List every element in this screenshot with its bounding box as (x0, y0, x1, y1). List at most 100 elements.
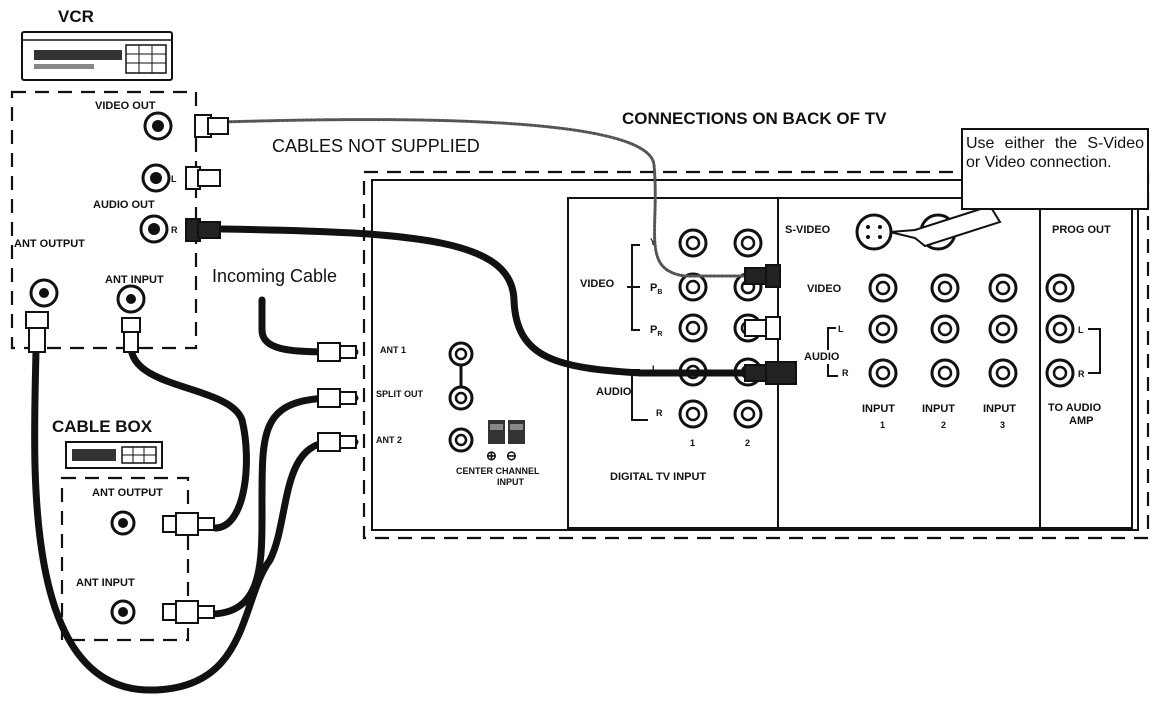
dtv-video-plug (744, 264, 781, 288)
vcr-dashed-box (10, 90, 198, 350)
input2-audio-l-jack[interactable] (930, 314, 960, 344)
split-out-jack[interactable] (448, 385, 474, 411)
split-out-plug (317, 388, 357, 408)
dtv-col-1-label: 1 (690, 438, 695, 448)
digital-tv-input: Y VIDEO PB PR AUDIO L R 1 2 DIGITAL TV I… (580, 228, 763, 483)
dtv-video-label: VIDEO (580, 278, 615, 290)
ant1-jack[interactable] (448, 341, 474, 367)
vcr-video-out-label: VIDEO OUT (95, 100, 156, 112)
dtv-audio-label: AUDIO (596, 386, 632, 398)
vcr-audio-l-label: L (171, 174, 177, 184)
vcr-ant-in-plug (121, 317, 141, 353)
vcr-ant-output-jack[interactable] (29, 278, 59, 308)
audio-l-plug (185, 166, 221, 190)
audio-row-label: AUDIO (804, 351, 840, 363)
center-channel-label: CENTER CHANNEL (456, 466, 540, 476)
center-minus-icon: ⊖ (506, 448, 517, 463)
amp-label: AMP (1069, 415, 1093, 427)
vcr-ant-out-plug (25, 311, 49, 353)
input2-video-jack[interactable] (930, 273, 960, 303)
dtv-audio-r-jack-1[interactable] (678, 399, 708, 429)
prog-out-audio-l-jack[interactable] (1045, 314, 1075, 344)
plugs (25, 114, 797, 624)
center-channel-terminals[interactable] (488, 420, 525, 444)
svideo-jack[interactable] (855, 213, 893, 251)
cable-box-icon (65, 441, 163, 469)
prog-out-l-label: L (1078, 325, 1084, 335)
tv-back-title: CONNECTIONS ON BACK OF TV (622, 109, 887, 128)
cablebox-out-plug (162, 512, 215, 536)
input1-label: INPUT (862, 403, 895, 415)
input1-audio-r-jack[interactable] (868, 358, 898, 388)
vcr-ant-out-cable (31, 346, 359, 694)
dtv-y-jack-2[interactable] (733, 228, 763, 258)
vcr-group: VCR VIDEO OUT L AUDIO OUT R ANT OUTPUT A… (10, 7, 198, 350)
prog-out-section: PROG OUT L R TO AUDIO AMP (1045, 224, 1111, 427)
cable-box-title: CABLE BOX (52, 417, 153, 436)
vcr-video-out-jack[interactable] (143, 111, 173, 141)
cable-box-group: CABLE BOX ANT OUTPUT ANT INPUT (52, 417, 190, 642)
cablebox-in-plug (162, 600, 215, 624)
prog-out-audio-r-jack[interactable] (1045, 358, 1075, 388)
cable-box-ant-output-jack[interactable] (110, 510, 136, 536)
input2-number: 2 (941, 420, 946, 430)
video-out-plug (194, 114, 229, 138)
dtv-pr-label: PR (650, 324, 662, 338)
center-plus-icon: ⊕ (486, 448, 497, 463)
dtv-audio-r-label: R (656, 408, 663, 418)
callout-arrow (889, 204, 1002, 248)
prog-out-video-jack[interactable] (1045, 273, 1075, 303)
cable-box-ant-input-label: ANT INPUT (76, 577, 135, 589)
ant1-label: ANT 1 (380, 345, 406, 355)
cable-box-dashed-box (60, 476, 190, 642)
audio-r-cable (218, 225, 764, 377)
digital-tv-input-label: DIGITAL TV INPUT (610, 471, 706, 483)
vcr-audio-l-jack[interactable] (141, 163, 171, 193)
cable-box-ant-input-jack[interactable] (110, 599, 136, 625)
input1-number: 1 (880, 420, 885, 430)
vcr-audio-r-label: R (171, 225, 178, 235)
dtv-pb-label: PB (650, 282, 662, 296)
svideo-label: S-VIDEO (785, 224, 831, 236)
vcr-ant-in-cable (127, 342, 250, 532)
tv-back-panel (371, 179, 1139, 531)
tv-back-outline (362, 170, 1150, 540)
input3-audio-r-jack[interactable] (988, 358, 1018, 388)
vcr-ant-input-label: ANT INPUT (105, 274, 164, 286)
cables-not-supplied-label: CABLES NOT SUPPLIED (272, 136, 480, 156)
dtv-audio-l-label: L (652, 364, 658, 374)
vcr-audio-r-jack[interactable] (139, 214, 169, 244)
split-out-label: SPLIT OUT (376, 389, 424, 399)
input1-video-jack[interactable] (868, 273, 898, 303)
vcr-ant-output-label: ANT OUTPUT (14, 238, 85, 250)
callout-group: Use either the S-Video or Video connecti… (889, 128, 1149, 248)
dtv-pr-jack-1[interactable] (678, 313, 708, 343)
ant1-plug (317, 342, 357, 362)
input2-audio-r-jack[interactable] (930, 358, 960, 388)
input3-video-jack[interactable] (988, 273, 1018, 303)
video-inputs: S-VIDEO VIDEO AUDIO L R INPUT INPUT INPU… (785, 213, 1018, 430)
input2-label: INPUT (922, 403, 955, 415)
dtv-pb-jack-1[interactable] (678, 272, 708, 302)
cablebox-ant-in-cable (206, 394, 359, 618)
dtv-pr-plug (744, 316, 781, 340)
to-audio-label: TO AUDIO (1048, 402, 1102, 414)
dtv-y-label: Y (650, 237, 656, 247)
video-cable (220, 118, 747, 278)
audio-l-row-label: L (838, 324, 844, 334)
dtv-y-jack-1[interactable] (678, 228, 708, 258)
vcr-icon (21, 31, 173, 81)
callout-box (961, 128, 1149, 210)
ant2-label: ANT 2 (376, 435, 402, 445)
prog-out-label: PROG OUT (1052, 224, 1111, 236)
dtv-audio-r-jack-2[interactable] (733, 399, 763, 429)
ant2-jack[interactable] (448, 427, 474, 453)
input1-audio-l-jack[interactable] (868, 314, 898, 344)
vcr-ant-input-jack[interactable] (116, 284, 146, 314)
input3-audio-l-jack[interactable] (988, 314, 1018, 344)
center-input-label: INPUT (497, 477, 525, 487)
video-row-label: VIDEO (807, 283, 842, 295)
vcr-audio-out-label: AUDIO OUT (93, 199, 155, 211)
input3-number: 3 (1000, 420, 1005, 430)
